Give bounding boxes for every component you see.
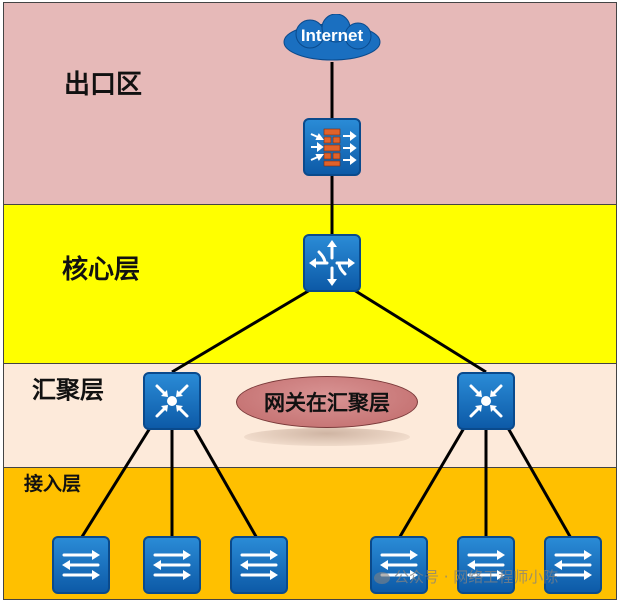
internet-label: Internet — [300, 26, 364, 45]
aggregation-layer-label: 汇聚层 — [32, 376, 104, 404]
watermark: 公众号 · 网络工程师小陈 — [374, 566, 558, 587]
core-layer-label: 核心层 — [62, 255, 141, 285]
link-agg-right-access-4 — [396, 427, 466, 541]
link-core-agg-left — [171, 288, 311, 374]
cloud-icon — [283, 14, 381, 61]
link-agg-right-access-6 — [506, 427, 574, 541]
router-icon[interactable] — [303, 234, 361, 292]
switch-icon[interactable] — [457, 536, 515, 594]
access-layer-label: 接入层 — [24, 473, 82, 495]
switch-icon[interactable] — [52, 536, 110, 594]
gateway-note: 网关在汇聚层 — [236, 376, 418, 428]
switch-icon[interactable] — [230, 536, 288, 594]
link-core-agg-right — [353, 288, 487, 374]
link-agg-left-access-3 — [192, 427, 260, 541]
watermark-text: 公众号 · 网络工程师小陈 — [394, 568, 559, 586]
firewall-icon[interactable] — [303, 118, 361, 176]
switch-icon[interactable] — [544, 536, 602, 594]
aggregation-switch-icon[interactable] — [457, 372, 515, 430]
exit-zone-label: 出口区 — [64, 70, 143, 100]
wechat-icon — [374, 571, 390, 584]
link-agg-left-access-1 — [78, 427, 152, 541]
switch-icon[interactable] — [143, 536, 201, 594]
note-shadow — [244, 428, 410, 446]
aggregation-switch-icon[interactable] — [143, 372, 201, 430]
switch-icon[interactable] — [370, 536, 428, 594]
